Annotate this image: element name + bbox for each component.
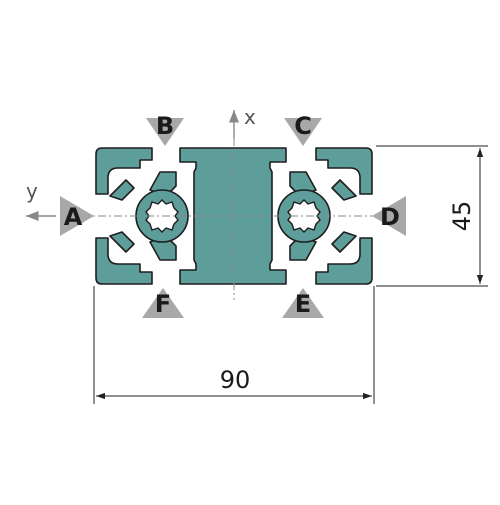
x-axis-label: x [244, 105, 256, 129]
axis-arrows [26, 110, 240, 222]
marker-triangle-c [284, 118, 322, 146]
corner-bottom-right [315, 237, 373, 285]
side-label-a: A [64, 203, 83, 231]
arm-right-upper [331, 179, 357, 201]
centerlines [82, 138, 398, 300]
dimension-label-width: 90 [220, 366, 251, 394]
arm-left-upper [109, 179, 135, 201]
marker-triangle-e [282, 288, 324, 318]
marker-triangle-f [142, 288, 184, 318]
arm-right-lower [331, 231, 357, 253]
side-label-d: D [380, 203, 400, 231]
corner-top-right [315, 147, 373, 195]
marker-triangle-d [372, 196, 406, 236]
bore-right [287, 199, 321, 233]
side-markers [60, 118, 406, 318]
dimension-lines [96, 148, 484, 400]
corner-bottom-left [95, 237, 153, 285]
side-label-e: E [295, 290, 311, 318]
dimension-label-height: 45 [448, 201, 476, 232]
corner-top-left [95, 147, 153, 195]
y-axis-label: y [26, 179, 38, 203]
marker-triangle-a [60, 196, 94, 236]
side-label-f: F [155, 290, 171, 318]
arm-left-lower [109, 231, 135, 253]
side-label-b: B [156, 112, 174, 140]
marker-triangle-b [146, 118, 184, 146]
extension-lines [93, 145, 488, 404]
side-label-c: C [294, 112, 312, 140]
